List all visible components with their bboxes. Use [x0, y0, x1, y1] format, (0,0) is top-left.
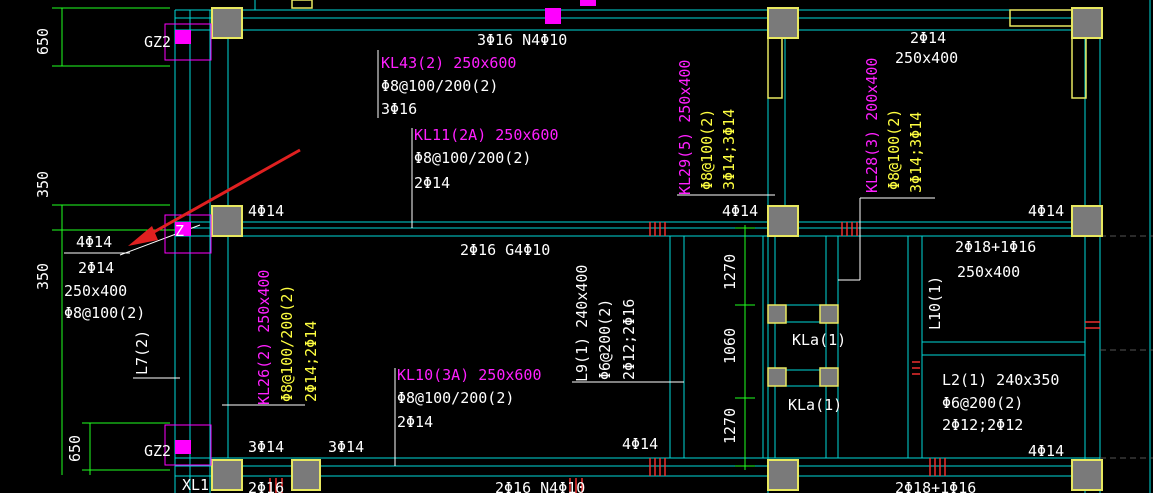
gz-columns	[164, 0, 596, 466]
l2-bars: 2Φ12;2Φ12	[942, 416, 1023, 434]
dim-1060: 1060	[721, 328, 739, 364]
stirrup-marks	[269, 222, 1100, 493]
bot-3phi14-b: 3Φ14	[328, 438, 364, 456]
kl26-bars: 2Φ14;2Φ14	[302, 321, 320, 402]
bottom-a: 2Φ16	[248, 479, 284, 493]
tr-size: 250x400	[895, 49, 958, 67]
l9-bars: 2Φ12;2Φ16	[620, 299, 638, 380]
mid-bars: 2Φ16 G4Φ10	[460, 241, 550, 259]
l2-name: L2(1) 240x350	[942, 371, 1059, 389]
kl10-bars: 2Φ14	[397, 413, 433, 431]
r-size: 250x400	[957, 263, 1020, 281]
xl1-label: XL1	[182, 476, 209, 493]
gz-mid-label: Z	[175, 222, 184, 240]
row-4phi14-c: 4Φ14	[1028, 202, 1064, 220]
r-bars: 2Φ18+1Φ16	[955, 238, 1036, 256]
leader-lines	[64, 50, 935, 466]
bottom-c: 2Φ18+1Φ16	[895, 479, 976, 493]
beam-labels: 3Φ16 N4Φ10 KL43(2) 250x600 Φ8@100/200(2)…	[64, 29, 1064, 493]
kla-label-b: KLa(1)	[788, 396, 842, 414]
dimension-lines	[52, 7, 755, 475]
dim-350-a: 350	[34, 171, 52, 198]
row-4phi14-a: 4Φ14	[248, 202, 284, 220]
kl11-name: KL11(2A) 250x600	[414, 126, 559, 144]
kl43-name: KL43(2) 250x600	[381, 54, 516, 72]
kl11-bars: 2Φ14	[414, 174, 450, 192]
bot-4phi14-b: 4Φ14	[1028, 442, 1064, 460]
kl43-bars: 3Φ16	[381, 100, 417, 118]
gz-labels: GZ2 Z GZ2 XL1	[144, 33, 209, 493]
kl29-bars: 3Φ14;3Φ14	[720, 109, 738, 190]
left-bars-b: 2Φ14	[78, 259, 114, 277]
annotation-arrow	[128, 148, 301, 246]
kl28-bars: 3Φ14;3Φ14	[907, 112, 925, 193]
kl11-stirrup: Φ8@100/200(2)	[414, 149, 531, 167]
gz2-bot-label: GZ2	[144, 442, 171, 460]
dim-650-bot: 650	[66, 435, 84, 462]
vertical-beam-labels: KL29(5) 250x400 Φ8@100(2) 3Φ14;3Φ14 KL28…	[133, 58, 944, 405]
dimension-texts: 650 350 350 650 1270 1060 1270	[34, 28, 739, 462]
kl26-name: KL26(2) 250x400	[255, 270, 273, 405]
left-size: 250x400	[64, 282, 127, 300]
dim-1270-b: 1270	[721, 408, 739, 444]
l9-stirrup: Φ6@200(2)	[596, 299, 614, 380]
bot-3phi14-a: 3Φ14	[248, 438, 284, 456]
kl10-name: KL10(3A) 250x600	[397, 366, 542, 384]
bottom-b: 2Φ16 N4Φ10	[495, 479, 585, 493]
row-4phi14-b: 4Φ14	[722, 202, 758, 220]
dim-650-top: 650	[34, 28, 52, 55]
bot-4phi14-a: 4Φ14	[622, 435, 658, 453]
l9-name: L9(1) 240x400	[573, 265, 591, 382]
kla-label-a: KLa(1)	[792, 331, 846, 349]
kl26-stirrup: Φ8@100/200(2)	[278, 285, 296, 402]
l10-label: L10(1)	[926, 276, 944, 330]
l2-stirrup: Φ6@200(2)	[942, 394, 1023, 412]
beam-lines	[174, 0, 1151, 493]
kl28-name: KL28(3) 200x400	[863, 58, 881, 193]
kl10-stirrup: Φ8@100/200(2)	[397, 389, 514, 407]
left-bars-a: 4Φ14	[76, 233, 112, 251]
dim-1270-a: 1270	[721, 254, 739, 290]
kl43-stirrup: Φ8@100/200(2)	[381, 77, 498, 95]
left-stirrup: Φ8@100(2)	[64, 304, 145, 322]
kl29-stirrup: Φ8@100(2)	[698, 109, 716, 190]
tr-bars: 2Φ14	[910, 29, 946, 47]
grid-dashed-lines	[1100, 235, 1153, 459]
gz2-top-label: GZ2	[144, 33, 171, 51]
top-bars: 3Φ16 N4Φ10	[477, 31, 567, 49]
kl28-stirrup: Φ8@100(2)	[885, 109, 903, 190]
kl29-name: KL29(5) 250x400	[676, 60, 694, 195]
l7-label: L7(2)	[133, 330, 151, 375]
columns	[211, 0, 1103, 491]
dim-350-b: 350	[34, 263, 52, 290]
